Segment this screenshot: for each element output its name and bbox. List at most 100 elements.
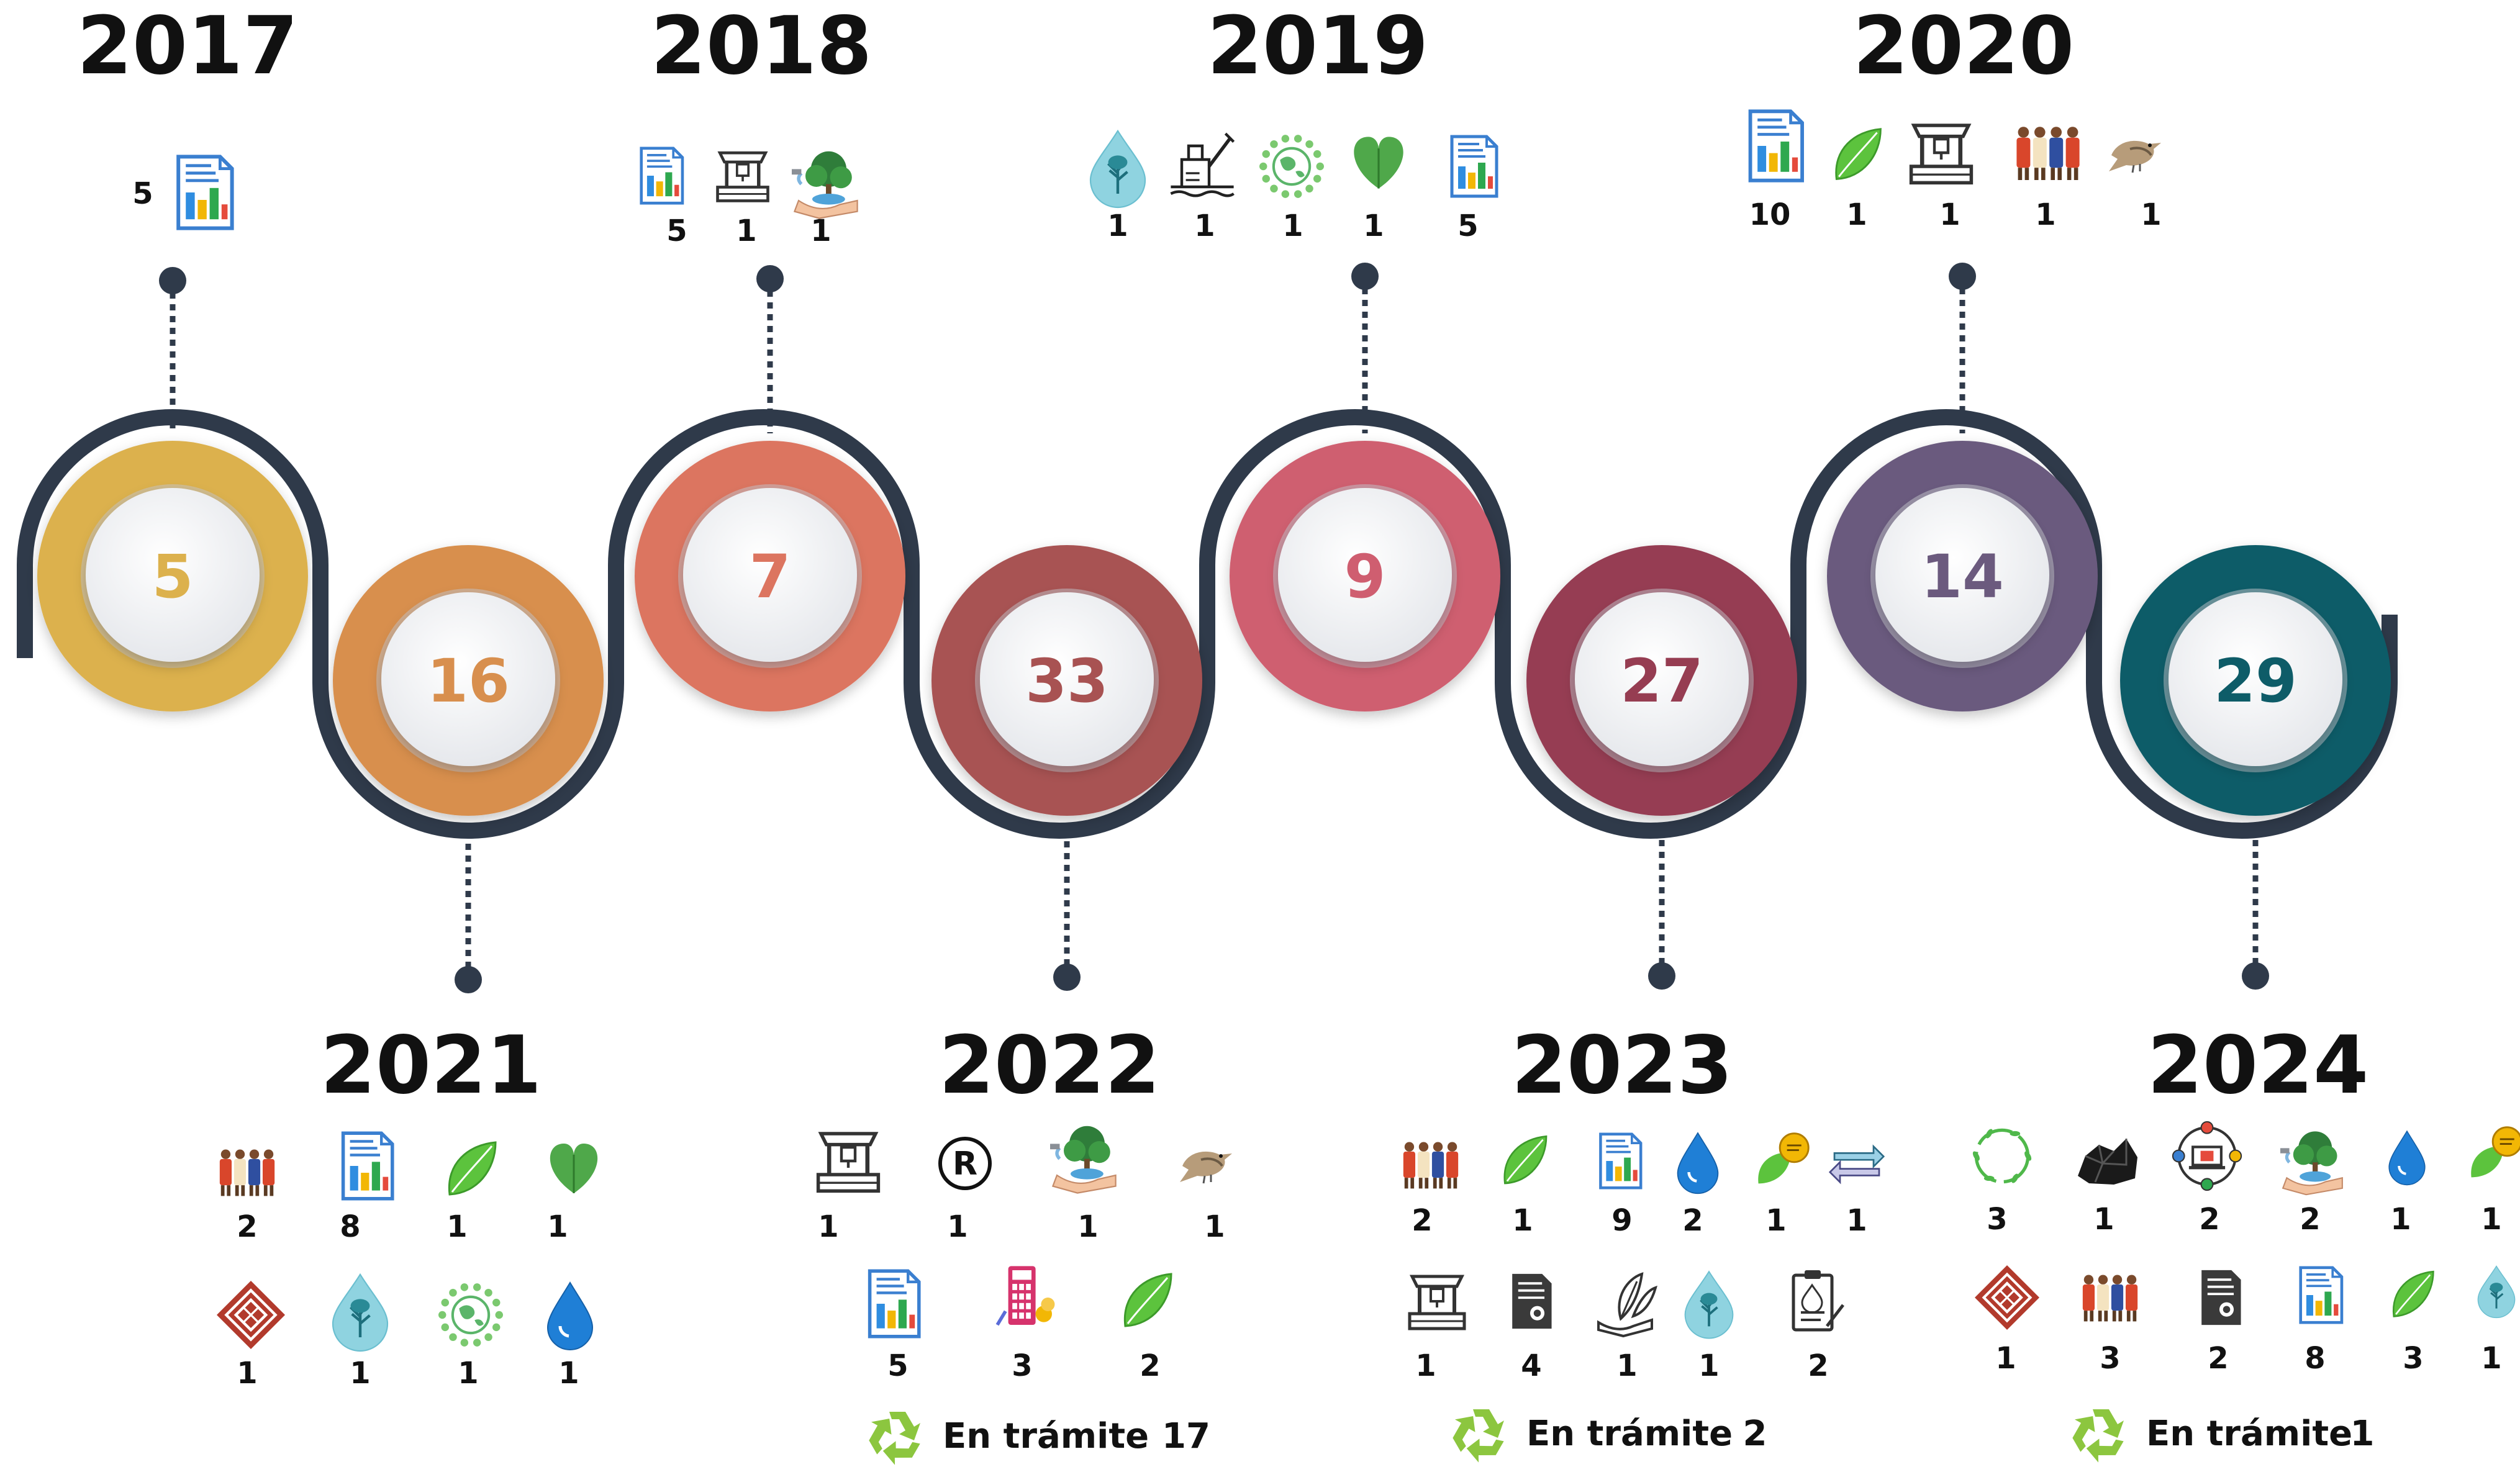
water-drop-tree-icon [2477,1265,2516,1319]
en-tramite-label: En trámite [2146,1414,2352,1454]
en-tramite-count: 2 [1743,1414,1767,1454]
indigenous-people-icon [2016,127,2080,180]
icon-item: 5 [132,155,234,230]
icon-count: 5 [887,1348,908,1383]
green-heart-leaf-icon [550,1144,598,1193]
icon-item: 1 [1597,1272,1657,1383]
icon-count: 1 [237,1356,257,1391]
icon-count: 1 [810,214,831,248]
milestone-count-2024: 29 [2214,646,2297,716]
water-drop-tree-icon [1089,129,1146,209]
milestone-2024: 29 [2120,545,2391,816]
icon-count: 8 [340,1209,360,1244]
milestone-inner-2023 [1575,592,1749,766]
icon-count: 1 [547,1209,568,1244]
icon-item: 1 [446,1141,497,1244]
year-label-2020: 2020 [1853,0,2074,93]
icon-item: 1 [716,151,769,248]
connector-dot-2018 [756,265,784,292]
svg-text:R: R [953,1145,977,1183]
report-chart-icon [1748,109,1804,183]
report-chart-icon [341,1131,394,1201]
icon-count: 1 [1765,1203,1786,1238]
icon-count: 2 [2300,1202,2320,1237]
green-globe-icon [438,1283,503,1347]
indigenous-people-icon [219,1149,275,1196]
icon-count: 1 [1995,1341,2016,1376]
water-drop-tree-icon [332,1273,389,1352]
milestone-count-2017: 5 [152,542,194,612]
recycle-icon [2072,1409,2124,1463]
hand-tree-icon [2280,1131,2343,1196]
icon-item: 1 [1408,1275,1466,1383]
icon-count: 1 [2481,1202,2501,1237]
icon-count: 1 [1846,1203,1867,1238]
indigenous-people-icon [1403,1142,1459,1189]
icon-count: 2 [1412,1203,1432,1238]
milestone-count-2018: 7 [750,542,791,612]
exchange-arrows-icon [1828,1144,1885,1185]
icon-count: 3 [1012,1348,1032,1383]
icon-item: 3 [1972,1128,2032,1237]
icon-count: 1 [1415,1348,1436,1383]
blue-drop-icon [2388,1130,2426,1186]
green-leaf-icon [1835,128,1882,180]
icon-item: 1 [816,1132,881,1244]
icon-item: 2 [219,1149,275,1244]
icon-item: 3 [2082,1275,2138,1376]
green-heart-leaf-icon [1354,137,1403,189]
green-globe-icon [1259,135,1324,198]
icon-item: 2 [1677,1132,1719,1238]
icon-item: 1 [1835,128,1882,232]
icon-count: 5 [666,214,687,248]
icon-count: 1 [1698,1348,1719,1383]
icon-item: 1 [1828,1144,1885,1238]
well-icon [1909,124,1974,185]
green-leaf-icon [1123,1273,1172,1327]
icon-count: 1 [947,1209,968,1244]
year-label-2022: 2022 [939,1019,1160,1112]
bird-icon [2109,140,2161,173]
hand-feather-icon [1597,1272,1657,1338]
icon-count: 2 [237,1209,257,1244]
icon-count: 5 [1457,209,1478,243]
milestone-count-2020: 14 [1921,542,2004,612]
icon-item: 1 [1180,1151,1232,1244]
milestone-inner-2017 [86,488,260,662]
icon-count: 1 [1846,197,1867,232]
milestone-2017: 5 [37,441,308,711]
milestone-2018: 7 [635,441,905,711]
icon-item: 1 [2078,1139,2137,1237]
icon-item: 1 [217,1281,285,1391]
connector-dot-2023 [1648,962,1675,990]
icon-count: 10 [1749,197,1791,232]
icon-item: 1 [438,1283,503,1391]
icon-count: 2 [2199,1202,2219,1237]
icon-item: 1 [1975,1265,2039,1376]
report-chart-icon [176,155,234,230]
connector-dot-2024 [2242,962,2269,990]
icon-item: 10 [1748,109,1804,232]
leaf-speech-icon [1758,1132,1810,1184]
icon-count: 2 [2208,1341,2228,1376]
connector-dot-2021 [455,966,482,993]
milestone-2019: 9 [1230,441,1500,711]
icon-item: R1 [938,1137,992,1244]
icon-item: 1 [547,1144,598,1244]
icon-item: 1 [1909,124,1974,232]
icon-count: 3 [2100,1341,2120,1376]
blue-drop-icon [546,1281,594,1350]
icon-count: 1 [1282,209,1303,243]
icon-group-2018: 5 1 1 [640,147,858,248]
clipboard-drop-icon [1792,1270,1844,1332]
icon-count: 1 [736,214,756,248]
